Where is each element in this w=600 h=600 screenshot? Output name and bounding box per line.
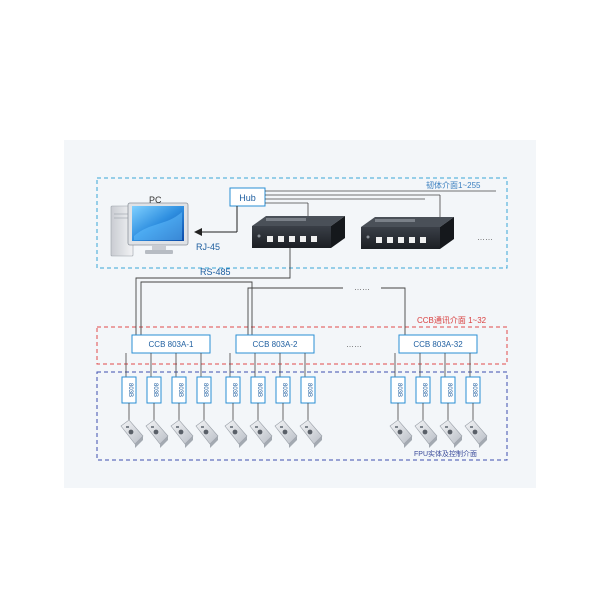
fpu-sensor-2 xyxy=(145,419,169,448)
pc-label: PC xyxy=(149,195,162,205)
module-803b-label: 803B xyxy=(281,383,287,397)
module-803b-label: 803B xyxy=(177,383,183,397)
module-803b-label: 803B xyxy=(421,383,427,397)
ccb-unit-2-label: CCB 803A-2 xyxy=(253,340,298,349)
hub-label: Hub xyxy=(239,193,256,203)
module-803b-label: 803B xyxy=(471,383,477,397)
fpu-sensor-12 xyxy=(464,419,488,448)
fpu-sensor-4 xyxy=(195,419,219,448)
converter-device-2 xyxy=(361,217,454,249)
module-803b-label: 803B xyxy=(152,383,158,397)
rj45-label: RJ-45 xyxy=(196,242,220,252)
converter-more-ellipsis: …… xyxy=(477,233,493,242)
fpu-sensor-1 xyxy=(120,419,144,448)
fpu-sensor-3 xyxy=(170,419,194,448)
ccb-unit-32-label: CCB 803A-32 xyxy=(413,340,463,349)
physical-interface-zone xyxy=(96,177,508,269)
hub-box xyxy=(229,187,266,207)
module-803b-label: 803B xyxy=(231,383,237,397)
ccb-unit-32 xyxy=(398,334,478,354)
fpu-sensor-10 xyxy=(414,419,438,448)
rs485-label: RS-485 xyxy=(200,267,231,277)
fpu-sensor-9 xyxy=(389,419,413,448)
pc-computer: PC xyxy=(110,195,189,257)
ccb-unit-1-label: CCB 803A-1 xyxy=(149,340,194,349)
module-803b-label: 803B xyxy=(127,383,133,397)
module-803b-label: 803B xyxy=(202,383,208,397)
fpu-sensor-7 xyxy=(274,419,298,448)
fpu-sensor-6 xyxy=(249,419,273,448)
fpu-interface-zone xyxy=(96,371,508,461)
ccb-comm-interface-label: CCB通讯介面 1~32 xyxy=(417,315,487,325)
bus-more-ellipsis: …… xyxy=(354,283,370,292)
module-803b-label: 803B xyxy=(446,383,452,397)
fpu-sensor-8 xyxy=(299,419,323,448)
desktop-computer-icon xyxy=(110,202,189,257)
physical-interface-label: 韧体介面1~255 xyxy=(426,180,481,190)
ccb-unit-2 xyxy=(235,334,315,354)
converter-device-1 xyxy=(252,216,345,248)
fpu-sensor-5 xyxy=(224,419,248,448)
ccb-more-ellipsis: …… xyxy=(346,340,362,349)
module-803b-label: 803B xyxy=(396,383,402,397)
module-803b-label: 803B xyxy=(256,383,262,397)
module-803b-label: 803B xyxy=(306,383,312,397)
fpu-interface-label: FPU实体及控制介面 xyxy=(414,449,477,458)
ccb-comm-interface-zone xyxy=(96,326,508,365)
ccb-unit-1 xyxy=(131,334,211,354)
fpu-sensor-11 xyxy=(439,419,463,448)
diagram-background xyxy=(64,140,536,488)
fpu-module-groups: 803B 803B 803B 803B 803B 803B 803B 803B 803B 803B… xyxy=(120,353,488,448)
